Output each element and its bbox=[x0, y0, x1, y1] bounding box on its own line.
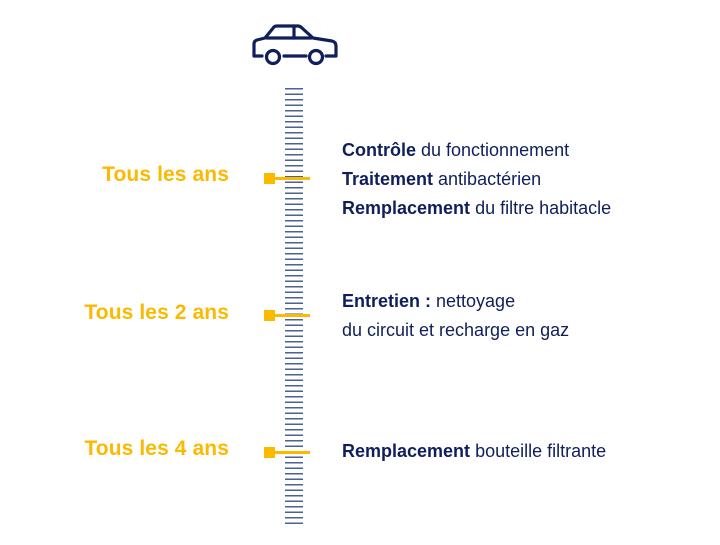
marker-square bbox=[264, 447, 275, 458]
description-line: du circuit et recharge en gaz bbox=[342, 320, 570, 340]
marker-square bbox=[264, 173, 275, 184]
description-line: Entretien : nettoyage bbox=[342, 291, 516, 311]
description-yearly: Contrôle du fonctionnement Traitement an… bbox=[342, 136, 611, 223]
frequency-label-yearly: Tous les ans bbox=[102, 163, 229, 186]
timeline-marker-2 bbox=[264, 310, 310, 321]
timeline-marker-3 bbox=[264, 447, 310, 458]
car-icon bbox=[252, 24, 338, 66]
description-2-years: Entretien : nettoyage du circuit et rech… bbox=[342, 287, 569, 345]
frequency-label-2-years: Tous les 2 ans bbox=[84, 301, 229, 324]
description-line: Remplacement bouteille filtrante bbox=[342, 441, 607, 461]
marker-square bbox=[264, 310, 275, 321]
marker-line bbox=[275, 177, 310, 180]
description-line: Contrôle du fonctionnement bbox=[342, 140, 570, 160]
description-line: Traitement antibactérien bbox=[342, 169, 542, 189]
frequency-label-4-years: Tous les 4 ans bbox=[84, 437, 229, 460]
marker-line bbox=[275, 451, 310, 454]
marker-line bbox=[275, 314, 310, 317]
timeline-ruler bbox=[285, 88, 303, 528]
description-4-years: Remplacement bouteille filtrante bbox=[342, 437, 606, 466]
description-line: Remplacement du filtre habitacle bbox=[342, 198, 612, 218]
timeline-marker-1 bbox=[264, 173, 310, 184]
